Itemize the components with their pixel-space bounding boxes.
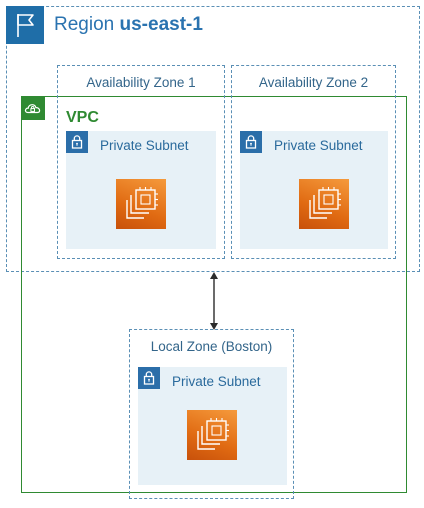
subnet-label: Private Subnet — [172, 374, 261, 389]
availability-zone-2: Availability Zone 2 — [231, 65, 396, 259]
local-zone-label: Local Zone (Boston) — [150, 339, 273, 354]
ec2-instance — [116, 179, 166, 229]
region-container — [6, 6, 420, 272]
lock-icon — [71, 135, 83, 149]
private-subnet-az2: Private Subnet — [240, 131, 388, 249]
ec2-instance-icon — [309, 187, 341, 219]
vpc-badge — [21, 96, 45, 120]
lock-badge — [66, 131, 88, 153]
local-zone: Local Zone (Boston) — [129, 329, 294, 499]
availability-zone-1-label: Availability Zone 1 — [86, 75, 196, 90]
ec2-instance — [187, 410, 237, 460]
ec2-instance — [299, 179, 349, 229]
vpc-label: VPC — [66, 109, 99, 126]
lock-icon — [245, 135, 257, 149]
lock-badge — [240, 131, 262, 153]
subnet-label: Private Subnet — [274, 138, 363, 153]
lock-icon — [143, 371, 155, 385]
region-label: Region us-east-1 — [54, 14, 203, 36]
availability-zone-1: Availability Zone 1 — [57, 65, 225, 259]
private-subnet-local-zone: Private Subnet — [138, 367, 287, 485]
lock-badge — [138, 367, 160, 389]
ec2-instance-icon — [197, 418, 229, 450]
region-label-prefix: Region — [54, 14, 120, 35]
subnet-label: Private Subnet — [100, 138, 189, 153]
ec2-instance-icon — [126, 187, 158, 219]
bidirectional-connection-arrow — [210, 272, 218, 330]
vpc-cloud-icon — [24, 104, 41, 114]
private-subnet-az1: Private Subnet — [66, 131, 216, 249]
region-flag-badge — [6, 6, 44, 44]
availability-zone-2-label: Availability Zone 2 — [258, 75, 369, 90]
vpc-container — [21, 96, 407, 493]
region-name: us-east-1 — [119, 14, 203, 35]
flag-icon — [17, 14, 34, 37]
